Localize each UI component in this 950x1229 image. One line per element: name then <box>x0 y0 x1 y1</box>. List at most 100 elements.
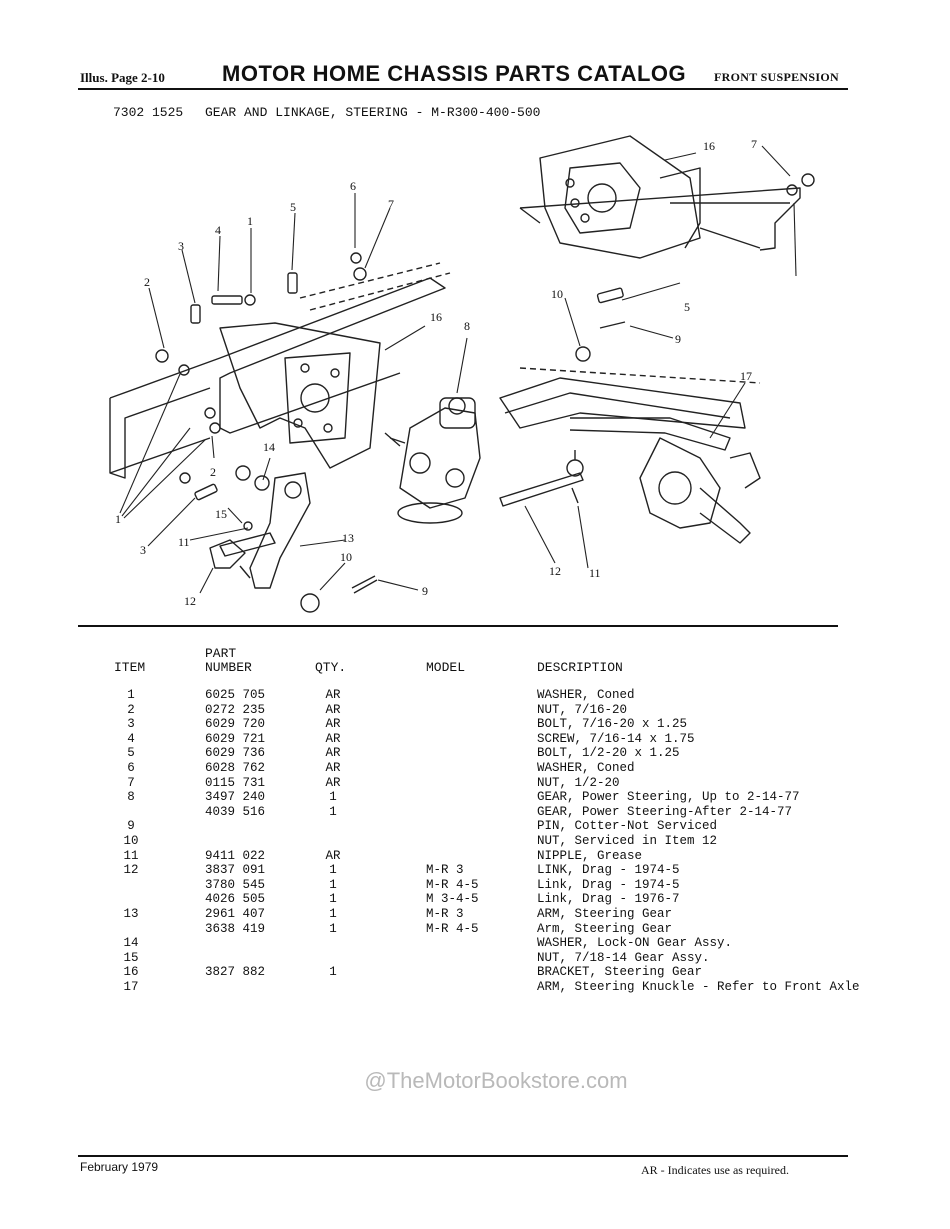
callout-9-right: 9 <box>675 332 681 346</box>
callout-6: 6 <box>350 179 356 193</box>
illus-page-label: Illus. Page 2-10 <box>80 70 165 85</box>
qty-cell: AR <box>325 702 341 717</box>
callout-5: 5 <box>290 200 296 214</box>
description-cell: BOLT, 7/16-20 x 1.25 <box>537 717 688 732</box>
table-rule <box>78 625 838 627</box>
part-number-cell: 6029 736 <box>205 746 266 761</box>
table-row: 7 0115 731 AR NUT, 1/2-20 <box>0 776 950 791</box>
model-cell: M-R 3 <box>426 906 464 921</box>
qty-cell: AR <box>325 775 341 790</box>
steering-gear-8 <box>384 397 481 524</box>
model-cell: M-R 4-5 <box>426 921 479 936</box>
callout-10: 10 <box>340 550 352 564</box>
callout-9: 9 <box>422 584 428 598</box>
callout-7: 7 <box>388 197 394 211</box>
callout-16-right: 16 <box>703 139 715 153</box>
callout-12: 12 <box>184 594 196 608</box>
frame-rail-right <box>519 187 801 251</box>
part-number-cell: 2961 407 <box>205 906 266 921</box>
footer-rule <box>78 1155 848 1157</box>
model-cell: M-R 3 <box>426 863 464 878</box>
callout-15: 15 <box>215 507 227 521</box>
item-cell: 7 <box>127 775 135 790</box>
item-cell: 5 <box>127 746 135 761</box>
description-cell: LINK, Drag - 1974-5 <box>537 863 680 878</box>
description-cell: NUT, Serviced in Item 12 <box>537 833 718 848</box>
callout-12-right: 12 <box>549 564 561 578</box>
axle-beam <box>499 377 746 429</box>
description-cell: GEAR, Power Steering, Up to 2-14-77 <box>537 790 800 805</box>
qty-cell: 1 <box>329 906 337 921</box>
item-cell: 14 <box>123 936 139 951</box>
part-number-cell: 3638 419 <box>205 921 266 936</box>
callout-14: 14 <box>263 440 275 454</box>
item-cell: 2 <box>127 702 135 717</box>
item-cell: 4 <box>127 731 135 746</box>
qty-cell: 1 <box>329 790 337 805</box>
callout-13: 13 <box>342 531 354 545</box>
col-header-qty: QTY. <box>315 660 347 675</box>
description-cell: NIPPLE, Grease <box>537 848 643 863</box>
qty-cell: 1 <box>329 877 337 892</box>
item-cell: 16 <box>123 965 139 980</box>
description-cell: NUT, 7/18-14 Gear Assy. <box>537 950 710 965</box>
description-cell: GEAR, Power Steering-After 2-14-77 <box>537 804 793 819</box>
qty-cell: AR <box>325 760 341 775</box>
part-number-cell: 6029 721 <box>205 731 266 746</box>
qty-cell: AR <box>325 688 341 702</box>
callout-5-right: 5 <box>684 300 690 314</box>
catalog-title: MOTOR HOME CHASSIS PARTS CATALOG <box>222 61 687 86</box>
callout-2-lower: 2 <box>210 465 216 479</box>
part-number-cell: 9411 022 <box>205 848 266 863</box>
watermark: @TheMotorBookstore.com <box>364 1068 628 1093</box>
frame-rail <box>109 277 446 479</box>
part-number-cell: 6029 720 <box>205 717 266 732</box>
callout-10-right: 10 <box>551 287 563 301</box>
item-cell: 17 <box>123 979 139 994</box>
callout-11: 11 <box>178 535 190 549</box>
model-cell: M-R 4-5 <box>426 877 479 892</box>
item-cell: 13 <box>123 906 139 921</box>
bracket-16 <box>219 322 381 469</box>
part-number-cell: 4039 516 <box>205 804 266 819</box>
description-cell: NUT, 1/2-20 <box>537 775 620 790</box>
frame-rail-upper <box>299 262 451 311</box>
qty-cell: AR <box>325 746 341 761</box>
item-cell: 3 <box>127 717 135 732</box>
callout-8: 8 <box>464 319 470 333</box>
steering-knuckle-arm-17 <box>569 417 731 451</box>
description-cell: Arm, Steering Gear <box>537 921 673 936</box>
steering-arm-13 <box>249 472 311 589</box>
item-cell: 15 <box>123 950 139 965</box>
description-cell: NUT, 7/16-20 <box>537 702 628 717</box>
section-label: FRONT SUSPENSION <box>714 70 839 84</box>
footer-date: February 1979 <box>80 1160 159 1174</box>
item-cell: 8 <box>127 790 135 805</box>
item-cell: 9 <box>127 819 135 834</box>
part-number-cell: 0115 731 <box>205 775 266 790</box>
qty-cell: AR <box>325 731 341 746</box>
group-code: 7302 1525 <box>113 105 184 120</box>
description-cell: WASHER, Coned <box>537 688 635 702</box>
qty-cell: 1 <box>329 892 337 907</box>
qty-cell: 1 <box>329 965 337 980</box>
description-cell: WASHER, Lock-ON Gear Assy. <box>537 936 733 951</box>
qty-cell: 1 <box>329 921 337 936</box>
description-cell: Link, Drag - 1974-5 <box>537 877 680 892</box>
qty-cell: AR <box>325 848 341 863</box>
part-number-cell: 6028 762 <box>205 760 266 775</box>
table-row: 3638 419 1 M-R 4-5 Arm, Steering Gear <box>0 922 950 937</box>
